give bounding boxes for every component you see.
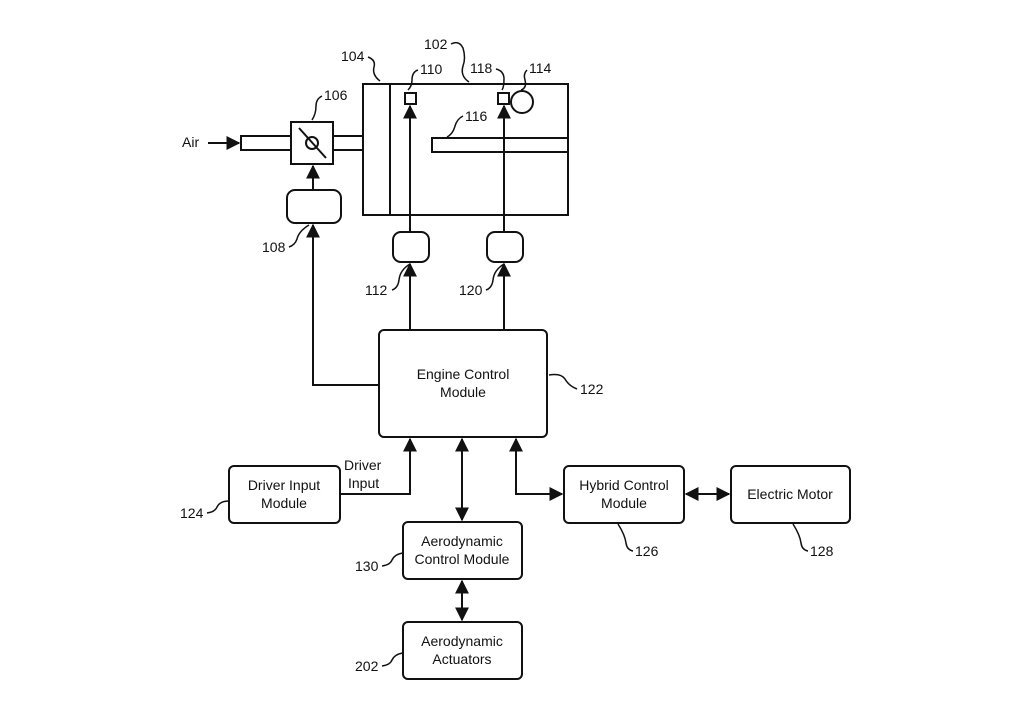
ref-120: 120 bbox=[459, 282, 483, 298]
leader-112 bbox=[391, 263, 411, 291]
driver-input-to-ecm-arrow bbox=[340, 437, 417, 495]
aerodynamic-control-module-box bbox=[402, 521, 523, 580]
hybrid-module-label-line1: Hybrid Control bbox=[579, 477, 668, 493]
ref-106: 106 bbox=[324, 87, 348, 103]
ref-122: 122 bbox=[580, 381, 604, 397]
ref-110: 110 bbox=[420, 61, 443, 77]
engine-control-module-box bbox=[378, 329, 548, 438]
aero-actuators-label-line1: Aerodynamic bbox=[421, 633, 503, 649]
cylinder-rod bbox=[431, 137, 569, 153]
hybrid-module-label-line2: Module bbox=[601, 495, 647, 511]
engine-block bbox=[362, 83, 569, 216]
ecm-to-throttle-actuator-arrow bbox=[306, 223, 379, 386]
ref-104: 104 bbox=[341, 48, 365, 64]
intake-duct-right bbox=[332, 135, 364, 151]
ecm-label-line2: Module bbox=[440, 384, 486, 400]
aerodynamic-actuators-box bbox=[402, 621, 523, 680]
leader-106 bbox=[311, 95, 323, 121]
leader-124 bbox=[206, 500, 230, 514]
electric-motor-label: Electric Motor bbox=[747, 486, 833, 502]
driver-input-label-line1: Driver bbox=[344, 457, 382, 473]
throttle-valve-plate bbox=[298, 127, 327, 159]
driver-input-label-line2: Input bbox=[348, 475, 379, 491]
ecm-hybrid-bidirectional-arrow bbox=[509, 437, 564, 501]
camshaft-circle bbox=[510, 90, 534, 114]
leader-114 bbox=[520, 69, 528, 91]
ref-112: 112 bbox=[365, 282, 388, 298]
leader-128 bbox=[792, 523, 809, 552]
ref-118: 118 bbox=[470, 60, 493, 76]
leader-202 bbox=[381, 652, 404, 667]
leader-116 bbox=[446, 115, 464, 138]
spark-actuator bbox=[486, 231, 524, 263]
leader-126 bbox=[617, 523, 634, 552]
aero-actuators-label-line2: Actuators bbox=[432, 651, 491, 667]
aero-control-label-line1: Aerodynamic bbox=[421, 533, 503, 549]
leader-110 bbox=[407, 69, 419, 91]
leader-102 bbox=[450, 41, 470, 83]
ref-130: 130 bbox=[355, 558, 379, 574]
air-label: Air bbox=[182, 134, 199, 150]
ref-116: 116 bbox=[465, 108, 488, 124]
fuel-injector bbox=[404, 92, 417, 105]
throttle-valve-disc bbox=[305, 136, 319, 150]
ecm-label-line1: Engine Control bbox=[417, 366, 510, 382]
ref-128: 128 bbox=[810, 543, 834, 559]
ref-202: 202 bbox=[355, 658, 379, 674]
leader-108 bbox=[288, 224, 310, 248]
leader-104 bbox=[367, 56, 381, 82]
electric-motor-box bbox=[730, 465, 851, 524]
throttle-actuator bbox=[286, 189, 342, 224]
driver-module-label-line1: Driver Input bbox=[248, 477, 320, 493]
ref-126: 126 bbox=[635, 543, 659, 559]
ref-108: 108 bbox=[262, 239, 286, 255]
ref-114: 114 bbox=[529, 60, 552, 76]
leader-120 bbox=[485, 263, 505, 291]
fuel-actuator bbox=[392, 231, 430, 263]
leader-122 bbox=[548, 373, 578, 390]
ref-102: 102 bbox=[424, 36, 448, 52]
leader-118 bbox=[495, 68, 505, 91]
intake-duct-left bbox=[240, 135, 292, 151]
driver-module-label-line2: Module bbox=[261, 495, 307, 511]
spark-plug bbox=[497, 92, 510, 105]
aero-control-label-line2: Control Module bbox=[415, 551, 510, 567]
ref-124: 124 bbox=[180, 505, 204, 521]
hybrid-control-module-box bbox=[563, 465, 685, 524]
leader-130 bbox=[381, 552, 404, 567]
